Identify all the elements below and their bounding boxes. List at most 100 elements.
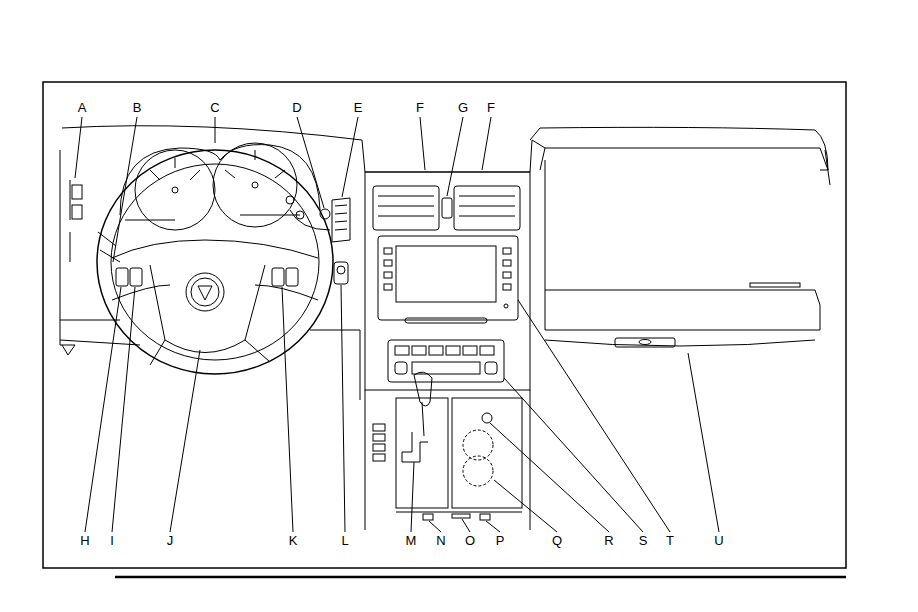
callout-letter: H — [79, 533, 90, 548]
right-dash-part — [639, 340, 651, 345]
center-stack-part — [503, 260, 511, 266]
left-dash-part — [70, 180, 71, 262]
steering-wheel-part — [116, 268, 128, 286]
steering-wheel-part — [272, 268, 284, 286]
leader-lines — [75, 117, 719, 532]
leader-lines-part — [170, 350, 200, 532]
column-controls-part — [310, 330, 360, 400]
leader-lines-part — [215, 117, 216, 143]
steering-wheel-part — [150, 265, 265, 353]
leader-lines-part — [429, 521, 441, 532]
center-stack-part — [503, 248, 511, 254]
callout-letter: F — [415, 100, 425, 115]
right-dash-part — [545, 160, 546, 330]
center-stack-part — [442, 198, 452, 218]
console — [365, 372, 530, 530]
console-part — [482, 413, 492, 423]
callout-letter: E — [353, 100, 364, 115]
right-dash-part — [615, 338, 675, 347]
center-stack-part — [384, 260, 392, 266]
right-dash-part — [545, 330, 820, 331]
callout-letter: M — [405, 533, 418, 548]
callout-letter: I — [109, 533, 115, 548]
console-part — [373, 424, 385, 431]
center-stack-part — [459, 196, 515, 216]
callout-letter: B — [132, 100, 143, 115]
right-dash-part — [530, 127, 828, 170]
right-dash-part — [545, 340, 815, 346]
right-dash-part — [540, 148, 545, 170]
leader-lines-part — [297, 117, 324, 208]
gauge-cluster-part — [213, 143, 297, 227]
center-stack-part — [362, 140, 532, 172]
callout-letter: A — [77, 100, 88, 115]
leader-lines-part — [486, 521, 500, 532]
left-dash-part — [60, 150, 75, 345]
steering-wheel-part — [186, 273, 224, 311]
console-part — [414, 372, 432, 406]
leader-lines-part — [494, 480, 557, 532]
center-stack-part — [412, 346, 426, 355]
rule-line — [115, 576, 846, 579]
right-dash-part — [532, 140, 828, 170]
gauge-cluster-part — [252, 182, 258, 188]
leader-lines-part — [462, 519, 470, 532]
center-stack-part — [365, 172, 530, 390]
gauge-cluster-part — [225, 150, 285, 178]
left-dash-part — [60, 320, 140, 345]
center-stack-part — [395, 346, 409, 355]
callout-letter: J — [166, 533, 175, 548]
frame — [43, 82, 846, 568]
left-dash-part — [62, 345, 75, 355]
center-stack-part — [504, 304, 508, 308]
center-stack-part — [378, 236, 518, 320]
gauge-cluster — [120, 143, 330, 230]
center-stack-part — [480, 346, 494, 355]
leader-lines-part — [112, 287, 135, 532]
leader-lines-part — [504, 378, 643, 532]
console-part — [423, 514, 433, 520]
center-stack-part — [384, 272, 392, 278]
callout-letter: Q — [551, 533, 563, 548]
steering-wheel-part — [130, 268, 142, 286]
leader-lines-part — [490, 423, 609, 532]
console-part — [396, 512, 522, 513]
console-part — [373, 434, 385, 441]
right-dash-part — [820, 150, 830, 185]
steering-wheel-part — [111, 164, 319, 360]
gauge-cluster-part — [150, 158, 200, 180]
console-part — [463, 456, 493, 486]
column-controls-part — [335, 205, 347, 230]
console-part — [452, 398, 522, 508]
center-stack-part — [503, 284, 511, 290]
center-stack-part — [395, 362, 407, 374]
column-controls-part — [320, 209, 330, 219]
callout-letter: K — [288, 533, 299, 548]
leader-lines-part — [420, 117, 425, 170]
center-stack-part — [384, 284, 392, 290]
column-controls-part — [337, 266, 345, 274]
center-stack-part — [485, 362, 497, 374]
center-stack-part — [405, 318, 487, 323]
callout-letter: P — [495, 533, 506, 548]
callout-letter: N — [435, 533, 446, 548]
steering-wheel-part — [97, 150, 333, 374]
leader-lines-part — [341, 285, 345, 532]
leader-lines-part — [688, 353, 719, 532]
center-stack-part — [463, 346, 477, 355]
right-dash — [530, 127, 830, 347]
left-dash-part — [62, 126, 362, 140]
center-stack-part — [373, 186, 439, 230]
right-dash-part — [750, 283, 800, 287]
callout-letter: C — [209, 100, 220, 115]
gauge-cluster-part — [125, 215, 300, 220]
center-stack-part — [384, 248, 392, 254]
leader-lines-part — [411, 462, 414, 532]
left-dash-part — [72, 205, 82, 219]
center-stack-part — [503, 272, 511, 278]
steering-wheel-part — [198, 286, 212, 300]
center-stack-part — [429, 346, 443, 355]
column-controls-part — [334, 262, 348, 284]
center-stack — [362, 140, 532, 390]
leader-lines-part — [113, 117, 137, 262]
